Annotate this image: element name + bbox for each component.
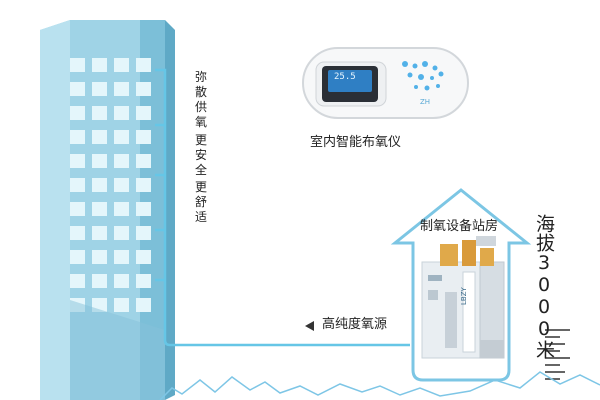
window xyxy=(136,250,151,264)
window xyxy=(114,298,129,312)
window xyxy=(136,202,151,216)
mountain-outline xyxy=(159,371,600,400)
window xyxy=(92,130,107,144)
window xyxy=(136,82,151,96)
oxygen-pipe xyxy=(155,68,410,347)
device-screen-reading: 25.5 xyxy=(334,72,356,82)
oxygen-equipment: LBZY xyxy=(421,236,505,359)
window xyxy=(114,178,129,192)
benefit-safer: 更安全 xyxy=(194,133,207,177)
window xyxy=(136,130,151,144)
window xyxy=(136,154,151,168)
window xyxy=(70,178,85,192)
window xyxy=(136,298,151,312)
window xyxy=(92,82,107,96)
window xyxy=(70,58,85,72)
benefit-comfortable: 更舒适 xyxy=(194,180,207,224)
station-label: 制氧设备站房 xyxy=(420,219,499,234)
window xyxy=(92,154,107,168)
svg-text:LBZY: LBZY xyxy=(460,287,468,305)
window xyxy=(114,202,129,216)
window xyxy=(70,106,85,120)
arrow-left-icon xyxy=(305,321,314,331)
window xyxy=(92,226,107,240)
window xyxy=(92,202,107,216)
window xyxy=(70,202,85,216)
benefit-diffuse-oxygen: 弥散供氧 xyxy=(194,70,207,129)
oxygen-diffuser-device: ZH xyxy=(302,47,469,119)
window xyxy=(70,82,85,96)
window xyxy=(114,130,129,144)
window xyxy=(70,250,85,264)
window xyxy=(114,274,129,288)
window xyxy=(114,82,129,96)
window xyxy=(136,106,151,120)
oxygen-source-label: 高纯度氧源 xyxy=(322,317,388,332)
window xyxy=(92,106,107,120)
window xyxy=(114,226,129,240)
window xyxy=(92,274,107,288)
window xyxy=(114,58,129,72)
window xyxy=(70,274,85,288)
window xyxy=(136,178,151,192)
window xyxy=(70,154,85,168)
window xyxy=(92,58,107,72)
window xyxy=(92,250,107,264)
window xyxy=(70,130,85,144)
building-shadow xyxy=(70,300,165,400)
office-building xyxy=(40,20,175,400)
window xyxy=(136,226,151,240)
window xyxy=(114,106,129,120)
house-arrow-outline xyxy=(390,188,532,382)
window xyxy=(136,58,151,72)
window xyxy=(114,154,129,168)
window xyxy=(70,226,85,240)
altitude-label: 海拔3000米 xyxy=(533,214,555,359)
window xyxy=(92,178,107,192)
svg-text:ZH: ZH xyxy=(420,98,430,106)
indoor-device-label: 室内智能布氧仪 xyxy=(310,135,402,150)
window xyxy=(114,250,129,264)
altitude-ruler xyxy=(545,329,570,380)
window xyxy=(136,274,151,288)
